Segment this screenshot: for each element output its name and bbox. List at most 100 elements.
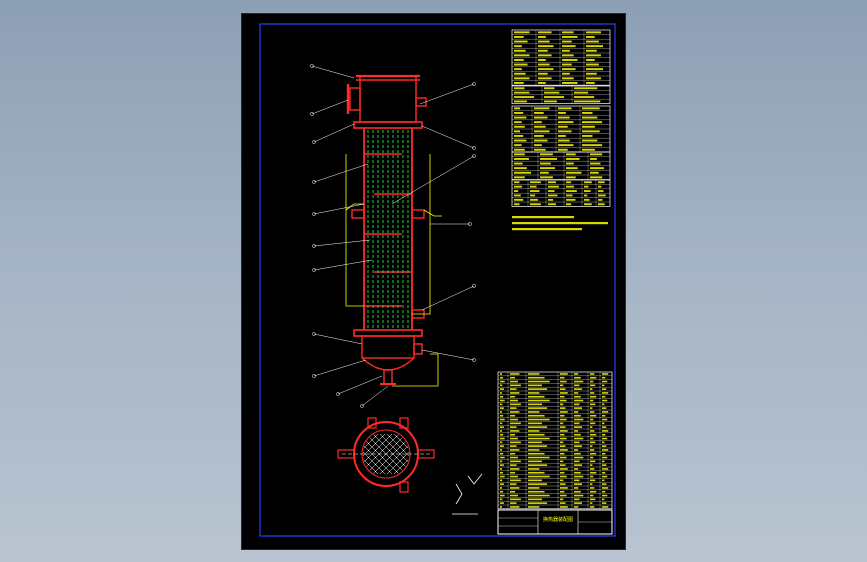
support-left — [345, 154, 364, 307]
leader-line — [311, 99, 349, 115]
table-cell-text — [566, 167, 578, 170]
table-cell-text — [528, 449, 540, 451]
table-cell-text — [514, 111, 524, 114]
table-cell-text — [514, 121, 522, 124]
table-cell-text — [510, 422, 521, 425]
table-cell-text — [538, 35, 546, 38]
table-cell-text — [560, 490, 565, 493]
table-cell-text — [514, 134, 524, 137]
table-cell-text — [574, 426, 583, 428]
table-cell-text — [562, 40, 572, 43]
table-cell-text — [548, 181, 556, 184]
tube-row — [386, 433, 409, 475]
table-cell-text — [510, 506, 520, 508]
weld-symbol — [455, 483, 463, 505]
table-cell-text — [544, 100, 557, 103]
table-cell-text — [602, 392, 609, 394]
section-nozzle-top-right — [399, 417, 409, 429]
table-cell-text — [510, 449, 520, 451]
table-cell-text — [528, 464, 548, 466]
leader-line — [391, 155, 475, 205]
table-cell-text — [540, 157, 558, 160]
table-cell-text — [602, 407, 607, 409]
table-cell-text — [500, 475, 505, 478]
table-cell-text — [602, 403, 605, 406]
bottom-nozzle — [383, 369, 393, 385]
leader-line — [313, 239, 371, 247]
table-cell-text — [528, 395, 545, 398]
table-cell-text — [538, 77, 552, 80]
table-cell-text — [590, 452, 597, 455]
table-cell-text — [500, 452, 504, 455]
table-cell-text — [544, 96, 565, 98]
table-cell-text — [602, 426, 607, 428]
table-cell-text — [558, 121, 574, 124]
table-cell-text — [566, 185, 574, 188]
bottom-tubesheet — [353, 329, 423, 337]
table-cell-text — [562, 77, 574, 80]
table-cell-text — [528, 502, 548, 504]
table-cell-text — [562, 58, 578, 61]
table-cell-text — [558, 111, 566, 114]
table-cell-text — [530, 185, 537, 188]
support-right — [412, 154, 431, 315]
table-cell-text — [574, 414, 581, 417]
table-cell-text — [602, 479, 605, 482]
table-cell-text — [574, 373, 579, 375]
table-cell-text — [530, 181, 541, 184]
table-cell-text — [500, 468, 502, 470]
table-cell-text — [500, 483, 504, 485]
table-cell-text — [538, 40, 550, 43]
table-cell-text — [586, 45, 604, 48]
table-cell-text — [528, 388, 548, 390]
table-cell-text — [528, 441, 542, 444]
part-balloon — [312, 212, 316, 216]
table-cell-text — [598, 194, 606, 197]
table-cell-text — [500, 464, 504, 466]
table-cell-text — [528, 422, 542, 425]
table-cell-text — [500, 456, 505, 459]
table-cell-text — [558, 134, 566, 137]
table-cell-text — [566, 171, 582, 174]
table-cell-text — [560, 437, 567, 440]
table-cell-text — [590, 162, 601, 165]
table-cell-text — [602, 380, 608, 383]
part-balloon — [336, 392, 340, 396]
table-cell-text — [500, 418, 505, 421]
tube-row — [363, 433, 386, 475]
table-cell-text — [582, 130, 600, 133]
table-cell-text — [528, 498, 542, 501]
table-cell-text — [510, 414, 516, 417]
table-cell-text — [500, 449, 502, 451]
table-cell-text — [500, 395, 504, 398]
table-cell-text — [528, 411, 540, 413]
right-top-nozzle — [415, 97, 427, 107]
table-cell-text — [574, 441, 580, 444]
table-cell-text — [598, 185, 602, 188]
table-cell-text — [574, 452, 581, 455]
table-cell-text — [574, 430, 579, 432]
table-cell-text — [560, 399, 567, 402]
part-balloon — [468, 222, 472, 226]
table-cell-text — [528, 373, 540, 375]
table-cell-text — [574, 433, 581, 436]
table-cell-text — [500, 422, 503, 425]
table-cell-text — [560, 380, 567, 383]
table-cell-text — [574, 449, 579, 451]
table-cell-text — [538, 45, 554, 48]
table-cell-text — [500, 460, 503, 463]
table-cell-text — [558, 144, 574, 147]
left-top-nozzle — [349, 87, 361, 111]
table-cell-text — [534, 134, 544, 137]
table-cell-text — [558, 107, 572, 110]
table-cell-text — [510, 502, 517, 504]
leader-line — [419, 83, 475, 105]
table-cell-text — [574, 498, 580, 501]
table-cell-text — [500, 403, 503, 406]
table-cell-text — [558, 130, 572, 133]
table-cell-text — [560, 392, 568, 394]
table-cell-text — [560, 407, 566, 409]
table-cell-text — [566, 153, 576, 156]
table-cell-text — [590, 441, 596, 444]
